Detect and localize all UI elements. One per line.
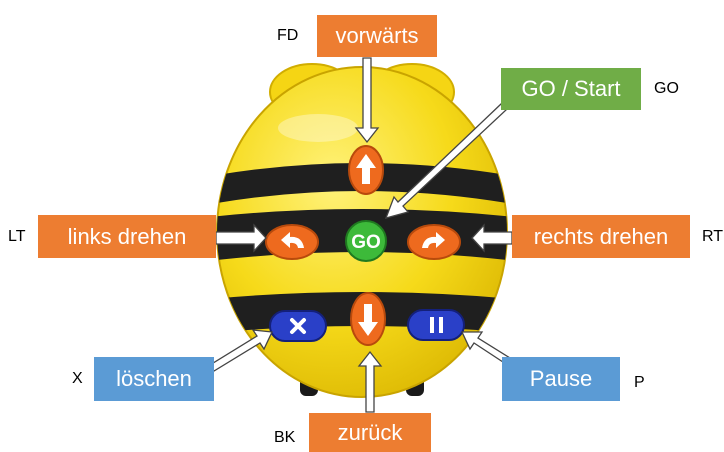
clear-button[interactable] <box>269 310 327 342</box>
forward-button[interactable] <box>348 145 384 195</box>
code-forward: FD <box>277 27 299 44</box>
code-go: GO <box>654 80 679 97</box>
arrow-pause <box>460 331 511 365</box>
pause-button[interactable] <box>407 309 465 341</box>
left-turn-button[interactable] <box>265 224 319 260</box>
back-button[interactable] <box>350 292 386 346</box>
label-pause: Pause <box>502 357 620 401</box>
code-right: RT <box>702 228 724 245</box>
arrow-left <box>215 223 267 253</box>
label-right-turn: rechts drehen <box>512 215 690 258</box>
arrow-back <box>357 350 383 413</box>
label-forward: vorwärts <box>317 15 437 57</box>
right-turn-button[interactable] <box>407 224 461 260</box>
go-button[interactable]: GO <box>345 220 387 262</box>
arrow-forward <box>354 57 380 144</box>
code-clear: X <box>72 370 83 387</box>
code-left: LT <box>8 228 26 245</box>
code-pause: P <box>634 374 645 391</box>
code-back: BK <box>274 429 296 446</box>
label-clear: löschen <box>94 357 214 401</box>
arrow-clear <box>209 329 273 372</box>
label-left-turn: links drehen <box>38 215 216 258</box>
arrow-go <box>384 103 507 219</box>
label-go-start: GO / Start <box>501 68 641 110</box>
go-button-text: GO <box>351 232 381 253</box>
arrow-right <box>471 223 513 253</box>
callout-arrows <box>209 57 513 413</box>
label-back: zurück <box>309 413 431 452</box>
